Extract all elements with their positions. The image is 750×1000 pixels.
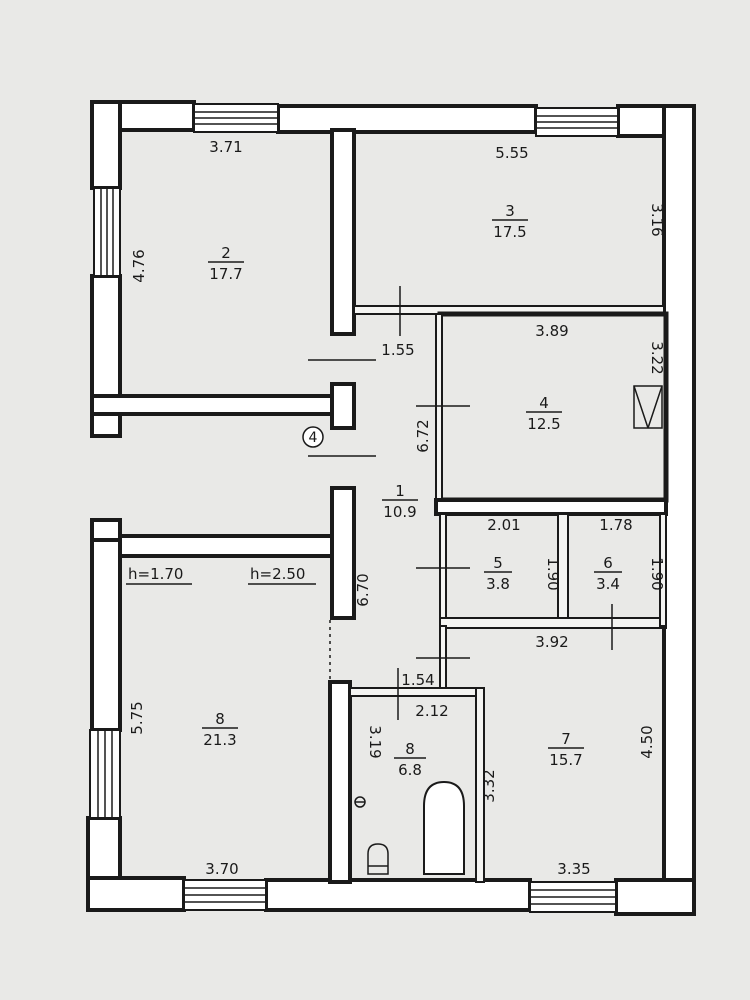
dim-bathroom-width: 2.12 <box>415 702 448 720</box>
room-4-number: 4 <box>539 394 549 412</box>
room-2-number: 2 <box>221 244 231 262</box>
dim-room4-height: 3.22 <box>648 341 666 374</box>
partition-corridor-7 <box>439 625 447 689</box>
wall-top-middle <box>276 104 538 134</box>
dim-room7-height: 4.50 <box>638 725 656 758</box>
bathroom-8-label: 8 6.8 <box>394 740 426 779</box>
window-bottom-room8 <box>183 879 267 911</box>
dim-room8-width: 3.70 <box>205 860 238 878</box>
dim-room7-width: 3.92 <box>535 633 568 651</box>
dim-room5-width: 2.01 <box>487 516 520 534</box>
toilet-icon <box>367 843 389 875</box>
room-7-area: 15.7 <box>549 751 582 769</box>
wall-left-8-top <box>90 518 122 732</box>
dim-room6-width: 1.78 <box>599 516 632 534</box>
dim-room3-height: 3.16 <box>648 203 666 236</box>
dim-room3-width: 5.55 <box>495 144 528 162</box>
room-3-number: 3 <box>505 202 515 220</box>
room-1-area: 10.9 <box>383 503 416 521</box>
room-8-label: 8 21.3 <box>202 710 238 749</box>
bathtub-icon <box>423 780 465 875</box>
window-top-room3 <box>535 107 619 137</box>
wall-right <box>662 104 696 916</box>
wall-left-top <box>90 100 122 190</box>
window-left-room2 <box>93 187 121 277</box>
room-2-area: 17.7 <box>209 265 242 283</box>
room-4-label: 4 12.5 <box>526 394 562 433</box>
outline-lines <box>118 412 332 538</box>
dim-corridor-width: 1.55 <box>381 341 414 359</box>
dimension-labels: 3.71 4.76 5.55 3.16 1.55 3.89 3.22 6.72 … <box>128 138 666 878</box>
room4-box <box>437 311 669 503</box>
dim-room4-width: 3.89 <box>535 322 568 340</box>
room-5-area: 3.8 <box>486 575 510 593</box>
section-marker: 4 <box>302 426 324 448</box>
room-7-label: 7 15.7 <box>548 730 584 769</box>
wall-4-bottom <box>434 498 668 516</box>
height-label-2: h=2.50 <box>250 565 305 583</box>
dim-room7-bottom-width: 3.35 <box>557 860 590 878</box>
dim-corridor-length-lower: 6.70 <box>354 573 372 606</box>
room-6-number: 6 <box>603 554 613 572</box>
dim-bathroom-height-left: 3.19 <box>366 725 384 758</box>
window-left-room8 <box>89 729 121 819</box>
room-7-number: 7 <box>561 730 571 748</box>
fixtures <box>354 385 663 875</box>
room-2-label: 2 17.7 <box>208 244 244 283</box>
windows <box>89 103 619 913</box>
dim-room8-height: 5.75 <box>128 701 146 734</box>
partition-bath-7 <box>475 687 485 883</box>
room-5-label: 5 3.8 <box>484 554 512 593</box>
window-bottom-room7 <box>529 881 617 913</box>
room-6-label: 6 3.4 <box>594 554 622 593</box>
wall-bottom-right <box>614 878 696 916</box>
window-top-room2 <box>193 103 279 133</box>
room-5-number: 5 <box>493 554 503 572</box>
room-8-number: 8 <box>215 710 225 728</box>
room-1-number: 1 <box>395 482 405 500</box>
wall-2-corridor <box>330 382 356 430</box>
dim-room5-height: 1.90 <box>544 557 562 590</box>
wall-8-bath <box>328 680 352 884</box>
room-4-area: 12.5 <box>527 415 560 433</box>
wall-bottom-middle <box>264 878 532 912</box>
wall-2-3 <box>330 128 356 336</box>
partition-5-left <box>439 513 447 627</box>
bathroom-8-area: 6.8 <box>398 761 422 779</box>
room-3-label: 3 17.5 <box>492 202 528 241</box>
vent-shaft-icon <box>633 385 663 429</box>
wall-bottom-left <box>86 876 186 912</box>
room-8-area: 21.3 <box>203 731 236 749</box>
room-labels: 2 17.7 3 17.5 4 12.5 1 10.9 5 3.8 6 3.4 <box>202 202 622 779</box>
wall-room2-bottom <box>90 394 334 416</box>
room-6-area: 3.4 <box>596 575 620 593</box>
partition-bath-top <box>349 687 481 697</box>
dim-room2-width: 3.71 <box>209 138 242 156</box>
partitions <box>349 305 669 883</box>
room-1-label: 1 10.9 <box>382 482 418 521</box>
height-labels: h=1.70 h=2.50 <box>126 565 316 585</box>
room-3-area: 17.5 <box>493 223 526 241</box>
wall-8-corridor <box>330 486 356 620</box>
partition-6-right <box>659 513 667 627</box>
sink-icon <box>354 796 366 808</box>
dim-bathroom-height-right: 3.32 <box>480 769 498 802</box>
partition-56-bottom <box>439 617 667 629</box>
section-marker-label: 4 <box>309 430 318 446</box>
height-label-1: h=1.70 <box>128 565 183 583</box>
bathroom-8-number: 8 <box>405 740 415 758</box>
dim-room6-height: 1.90 <box>648 557 666 590</box>
wall-8-cap <box>90 518 122 542</box>
dim-corridor-length-upper: 6.72 <box>414 419 432 452</box>
dim-room2-height: 4.76 <box>130 249 148 282</box>
dim-corridor-bottom-width: 1.54 <box>401 671 434 689</box>
wall-room8-top <box>118 534 334 558</box>
partition-corridor-4 <box>435 313 443 501</box>
dimension-ticks <box>308 286 613 720</box>
